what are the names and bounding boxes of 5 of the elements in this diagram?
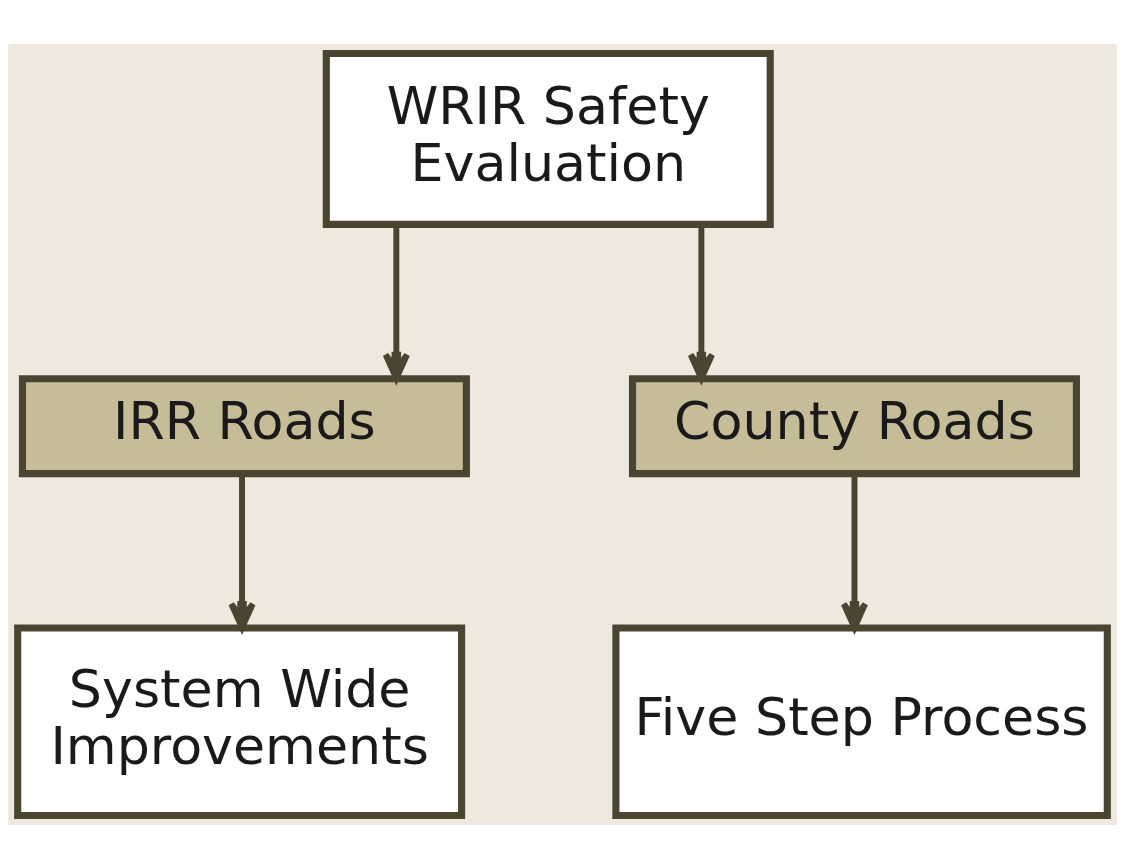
node-box: IRR Roads <box>18 374 470 477</box>
node-box: System Wide Improvements <box>14 623 466 819</box>
node-box: County Roads <box>628 374 1080 477</box>
node-box: WRIR Safety Evaluation <box>322 49 774 228</box>
node-box: Five Step Process <box>612 623 1111 819</box>
